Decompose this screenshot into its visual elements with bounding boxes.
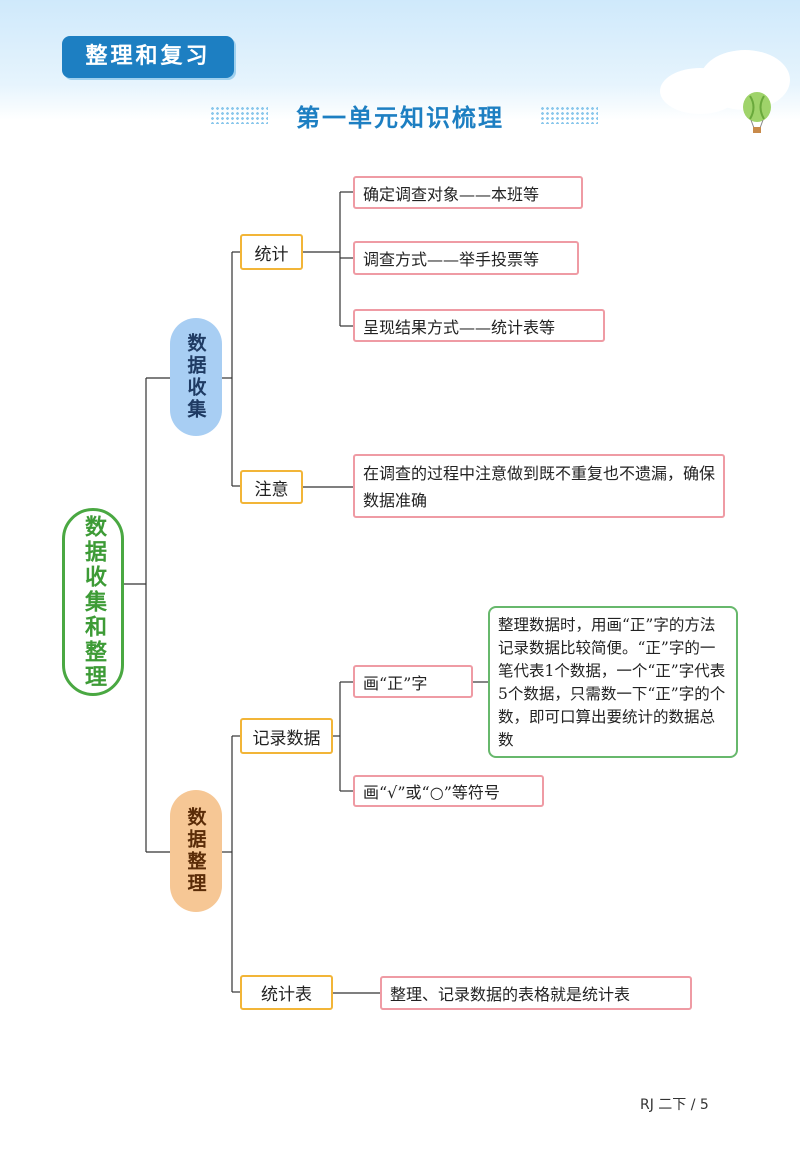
leaf-attention-note: 在调查的过程中注意做到既不重复也不遗漏，确保数据准确 — [353, 454, 725, 518]
page-title: 第一单元知识梳理 — [296, 104, 504, 132]
title-dots-right — [540, 106, 598, 124]
title-dots-left — [210, 106, 268, 124]
leaf-survey-method: 调查方式——举手投票等 — [353, 241, 579, 275]
leaf-survey-target: 确定调查对象——本班等 — [353, 176, 583, 209]
branch-data-organization: 数据整理 — [170, 790, 222, 912]
leaf-tally-mark: 画“正”字 — [353, 665, 473, 698]
tally-explanation-note: 整理数据时，用画“正”字的方法记录数据比较简便。“正”字的一笔代表1个数据，一个… — [488, 606, 738, 758]
node-statistics: 统计 — [240, 234, 303, 270]
branch-data-collection: 数据收集 — [170, 318, 222, 436]
hot-air-balloon-icon — [743, 92, 771, 133]
section-tag: 整理和复习 — [62, 36, 234, 78]
leaf-statistics-table-definition: 整理、记录数据的表格就是统计表 — [380, 976, 692, 1010]
cloud-decoration — [660, 68, 740, 114]
node-record-data: 记录数据 — [240, 718, 333, 754]
node-attention: 注意 — [240, 470, 303, 504]
mindmap-root: 数据收集和整理 — [62, 508, 124, 696]
node-statistics-table: 统计表 — [240, 975, 333, 1010]
leaf-result-presentation: 呈现结果方式——统计表等 — [353, 309, 605, 342]
page-number: RJ 二下 / 5 — [640, 1097, 709, 1113]
leaf-symbol-mark: 画“√”或“○”等符号 — [353, 775, 544, 807]
